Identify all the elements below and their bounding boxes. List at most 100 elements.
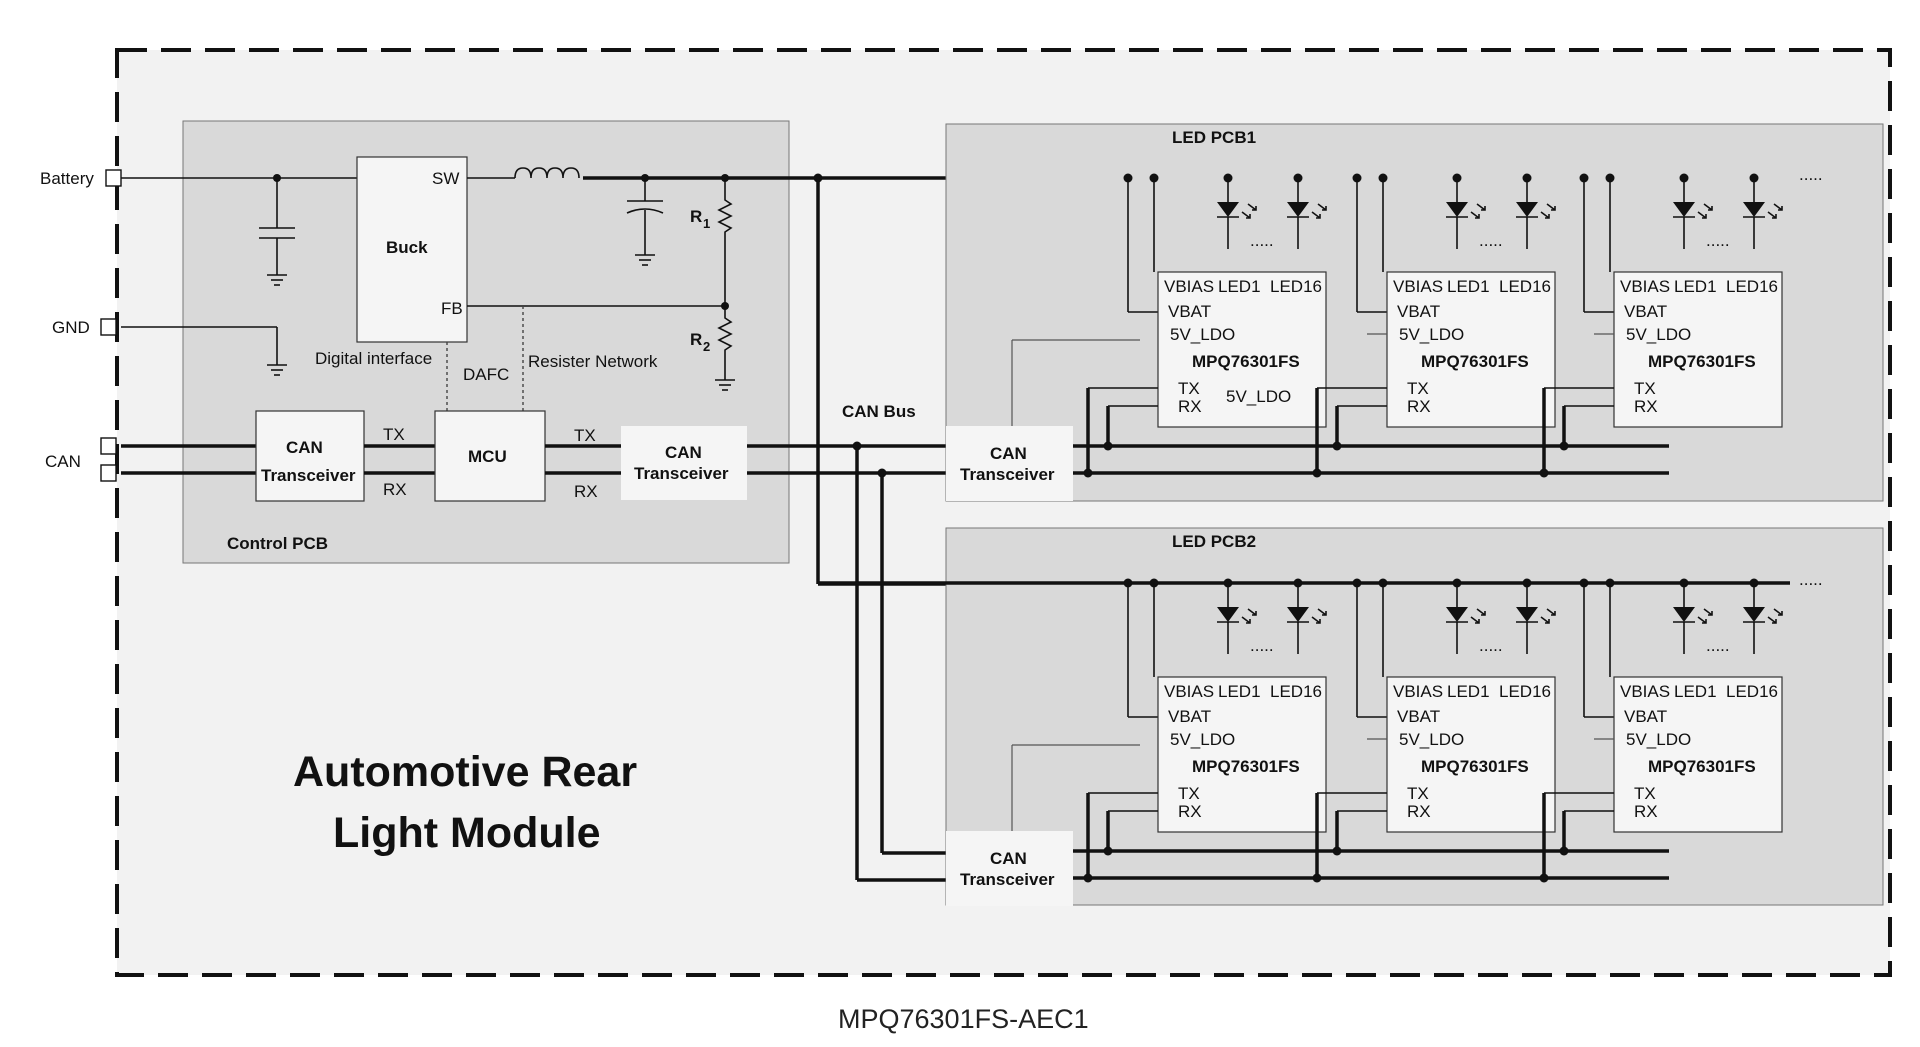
led-icon bbox=[1743, 181, 1783, 249]
sw-pin-label: SW bbox=[432, 169, 459, 188]
led-ellipsis: ..... bbox=[1479, 231, 1503, 250]
dafc-label: DAFC bbox=[463, 365, 509, 384]
digital-interface-label: Digital interface bbox=[315, 349, 432, 368]
led-ellipsis: ..... bbox=[1479, 636, 1503, 655]
rx-label-left: RX bbox=[383, 480, 407, 499]
buck-label: Buck bbox=[386, 238, 428, 257]
led-icon bbox=[1516, 586, 1556, 654]
tx-pin-label: TX bbox=[1178, 784, 1200, 803]
right-transceiver-label-1: CAN bbox=[665, 443, 702, 462]
led16-pin-label: LED16 bbox=[1499, 277, 1551, 296]
r2-subscript: 2 bbox=[703, 339, 710, 354]
pcb1-chip-3-box bbox=[1613, 271, 1783, 428]
tx-label-left: TX bbox=[383, 425, 405, 444]
pcb2-chip-2-box bbox=[1386, 676, 1556, 833]
led16-pin-label: LED16 bbox=[1270, 277, 1322, 296]
rx-pin-label: RX bbox=[1634, 802, 1658, 821]
part-number-caption: MPQ76301FS-AEC1 bbox=[838, 1004, 1089, 1034]
vbat-pin-label: VBAT bbox=[1624, 302, 1667, 321]
tx-pin-label: TX bbox=[1634, 379, 1656, 398]
chip-name-label: MPQ76301FS bbox=[1192, 352, 1300, 371]
vbat-pin-label: VBAT bbox=[1624, 707, 1667, 726]
led16-pin-label: LED16 bbox=[1726, 277, 1778, 296]
module-title-line-2: Light Module bbox=[333, 809, 601, 857]
pcb2-transceiver-label-2: Transceiver bbox=[960, 870, 1055, 889]
pcb1-chip-2-box bbox=[1386, 271, 1556, 428]
chip-name-label: MPQ76301FS bbox=[1192, 757, 1300, 776]
ldo-pin-label: 5V_LDO bbox=[1399, 730, 1464, 749]
resister-network-label: Resister Network bbox=[528, 352, 658, 371]
ldo-pin-label: 5V_LDO bbox=[1170, 730, 1235, 749]
pcb2-chip-1-box bbox=[1157, 676, 1327, 833]
led-icon bbox=[1446, 181, 1486, 249]
left-transceiver-label-1: CAN bbox=[286, 438, 323, 457]
pcb2-chip-3-box bbox=[1613, 676, 1783, 833]
chip-1-5v-ldo-extra-label: 5V_LDO bbox=[1226, 387, 1291, 406]
led-ellipsis: ..... bbox=[1706, 636, 1730, 655]
ldo-pin-label: 5V_LDO bbox=[1170, 325, 1235, 344]
control-pcb: Control PCB Buck SW FB R 1 bbox=[121, 120, 1820, 564]
pcb1-can-transceiver bbox=[946, 426, 1073, 501]
led-icon bbox=[1217, 181, 1257, 249]
r2-resistor bbox=[717, 306, 733, 380]
ldo-pin-label: 5V_LDO bbox=[1626, 730, 1691, 749]
led-pcb2-title: LED PCB2 bbox=[1172, 532, 1256, 551]
inductor bbox=[514, 167, 580, 179]
tx-pin-label: TX bbox=[1407, 784, 1429, 803]
vbias-pin-label: VBIAS bbox=[1164, 682, 1214, 701]
module-title-line-1: Automotive Rear bbox=[293, 748, 637, 796]
rx-pin-label: RX bbox=[1178, 397, 1202, 416]
mcu bbox=[434, 410, 546, 502]
led16-pin-label: LED16 bbox=[1726, 682, 1778, 701]
led-icon bbox=[1516, 181, 1556, 249]
can-high-port bbox=[100, 437, 117, 455]
tx-pin-label: TX bbox=[1407, 379, 1429, 398]
led-ellipsis: ..... bbox=[1250, 636, 1274, 655]
control-can-transceiver-right bbox=[621, 426, 747, 500]
can-bus-label: CAN Bus bbox=[842, 402, 916, 421]
pcb2-can-transceiver bbox=[946, 831, 1073, 906]
led-ellipsis: ..... bbox=[1706, 231, 1730, 250]
vbias-pin-label: VBIAS bbox=[1620, 277, 1670, 296]
rx-label-right: RX bbox=[574, 482, 598, 501]
pcb1-transceiver-label-1: CAN bbox=[990, 444, 1027, 463]
bus-continuation-dots: ..... bbox=[1799, 570, 1823, 589]
rx-pin-label: RX bbox=[1407, 802, 1431, 821]
r1-subscript: 1 bbox=[703, 216, 710, 231]
fb-pin-label: FB bbox=[441, 299, 463, 318]
tx-label-right: TX bbox=[574, 426, 596, 445]
pcb2-transceiver-label-1: CAN bbox=[990, 849, 1027, 868]
led-icon bbox=[1446, 586, 1486, 654]
led1-pin-label: LED1 bbox=[1674, 277, 1717, 296]
chip-name-label: MPQ76301FS bbox=[1421, 352, 1529, 371]
led-icon bbox=[1673, 181, 1713, 249]
rx-pin-label: RX bbox=[1407, 397, 1431, 416]
battery-label: Battery bbox=[40, 169, 94, 188]
led1-pin-label: LED1 bbox=[1218, 682, 1261, 701]
led-icon bbox=[1673, 586, 1713, 654]
mcu-label: MCU bbox=[468, 447, 507, 466]
r2-label: R bbox=[690, 330, 702, 349]
tx-pin-label: TX bbox=[1178, 379, 1200, 398]
led1-pin-label: LED1 bbox=[1447, 277, 1490, 296]
ldo-pin-label: 5V_LDO bbox=[1626, 325, 1691, 344]
led-icon bbox=[1217, 586, 1257, 654]
vbias-pin-label: VBIAS bbox=[1164, 277, 1214, 296]
ldo-pin-label: 5V_LDO bbox=[1399, 325, 1464, 344]
r1-resistor bbox=[717, 178, 733, 306]
led-icon bbox=[1287, 586, 1327, 654]
control-can-transceiver-left bbox=[255, 410, 365, 502]
can-low-port bbox=[100, 464, 117, 482]
led16-pin-label: LED16 bbox=[1270, 682, 1322, 701]
vbias-pin-label: VBIAS bbox=[1393, 277, 1443, 296]
gnd-label: GND bbox=[52, 318, 90, 337]
led-icon bbox=[1287, 181, 1327, 249]
tx-pin-label: TX bbox=[1634, 784, 1656, 803]
